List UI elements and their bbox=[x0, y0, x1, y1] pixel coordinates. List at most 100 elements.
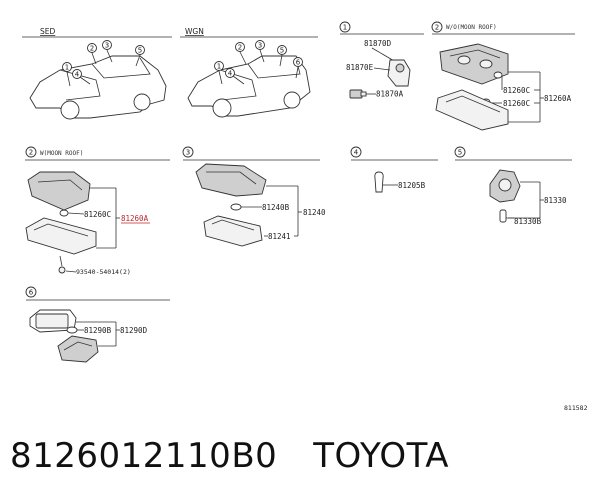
leader-line bbox=[67, 212, 85, 215]
leader-line bbox=[135, 54, 141, 67]
part-label-81330: 81330 bbox=[544, 196, 567, 205]
sedan-windshield bbox=[91, 57, 151, 79]
part-info-footer: 8126012110B0 TOYOTA bbox=[10, 436, 449, 476]
callout-number: 3 bbox=[258, 42, 262, 50]
dome-lamp-lens bbox=[25, 217, 97, 255]
callout-circle bbox=[62, 62, 72, 72]
section-label-sed: SED bbox=[40, 27, 55, 36]
part-label-81290b: 81290B bbox=[84, 326, 112, 335]
screw bbox=[58, 266, 66, 274]
callout-number: 5 bbox=[138, 47, 142, 55]
bulb bbox=[230, 203, 242, 211]
wagon-callouts: 1 2 3 4 5 6 bbox=[214, 40, 303, 85]
part-81870d-detail bbox=[395, 63, 405, 73]
section-number: 1 bbox=[343, 24, 347, 32]
leader-line bbox=[91, 52, 97, 65]
callout-circle bbox=[225, 68, 235, 78]
section-number-badge bbox=[339, 21, 351, 33]
sedan-front-wheel bbox=[60, 100, 80, 120]
callout-number: 2 bbox=[90, 45, 94, 53]
part-label-81870d: 81870D bbox=[364, 39, 392, 48]
housing-detail bbox=[63, 341, 93, 351]
sedan-callouts: 1 2 3 4 5 bbox=[62, 40, 145, 87]
callout-number: 4 bbox=[75, 71, 80, 79]
callout-circle bbox=[214, 61, 224, 71]
leader-line bbox=[106, 49, 113, 63]
part-label-81240b: 81240B bbox=[262, 203, 290, 212]
section-4-group: 4 81205B bbox=[350, 146, 438, 193]
callout-number: 4 bbox=[228, 70, 233, 78]
section-3-group: 3 81240B 81241 81240 bbox=[182, 146, 326, 247]
callout-number: 3 bbox=[105, 42, 109, 50]
section-number: 4 bbox=[354, 149, 359, 157]
section-number-badge bbox=[431, 21, 443, 33]
part-label-81240: 81240 bbox=[303, 208, 326, 217]
brand-name: TOYOTA bbox=[313, 436, 450, 476]
dome-lamp-housing bbox=[27, 171, 91, 211]
leader-line bbox=[65, 270, 77, 273]
part-label-81260c: 81260C bbox=[84, 210, 111, 219]
exploded-parts-diagram: SED 1 2 3 4 5 WGN bbox=[22, 21, 588, 412]
section-number-badge bbox=[182, 146, 194, 158]
part-81870a-tip bbox=[360, 91, 367, 97]
part-label-81205b: 81205B bbox=[398, 181, 426, 190]
callout-number: 1 bbox=[217, 63, 221, 71]
leader-line bbox=[239, 51, 247, 65]
room-lamp-lens bbox=[203, 215, 263, 247]
wagon-rear-wheel bbox=[283, 91, 301, 109]
wagon-illustration-group: WGN 1 2 3 4 5 6 bbox=[180, 27, 318, 118]
section-number-badge bbox=[454, 146, 466, 158]
section-1-group: 1 81870D 81870E 81870A bbox=[339, 21, 424, 99]
leader-line bbox=[66, 71, 71, 87]
lens-detail bbox=[33, 223, 89, 237]
leader-line bbox=[373, 67, 391, 71]
bulb bbox=[59, 209, 69, 217]
bulb bbox=[493, 71, 503, 79]
callout-circle bbox=[135, 45, 145, 55]
callout-number: 5 bbox=[280, 47, 284, 55]
room-lamp-housing bbox=[195, 163, 267, 197]
vanity-lamp-lens-inner bbox=[35, 313, 69, 329]
part-label-81260a-highlighted: 81260A bbox=[121, 214, 149, 223]
section-title: W/O(MOON ROOF) bbox=[446, 24, 497, 31]
part-label-81870e: 81870E bbox=[346, 63, 374, 72]
callout-circle bbox=[277, 45, 287, 55]
wedge-bulb bbox=[374, 171, 384, 193]
callout-number: 1 bbox=[65, 64, 69, 72]
section-number-badge bbox=[350, 146, 362, 158]
section-number-badge bbox=[25, 146, 37, 158]
housing-detail bbox=[449, 49, 501, 59]
bulb-81330b bbox=[499, 209, 507, 223]
leader-line bbox=[218, 70, 223, 85]
part-number: 8126012110B0 bbox=[10, 436, 278, 476]
diagram-code: 811582 bbox=[564, 404, 588, 412]
part-81870d-shape bbox=[387, 59, 411, 87]
part-label-81260c: 81260C bbox=[503, 86, 530, 95]
leader-line bbox=[259, 49, 265, 63]
sedan-rear-wheel bbox=[133, 93, 151, 111]
part-label-81241: 81241 bbox=[268, 232, 291, 241]
section-2-without-moon-roof-group: 2 W/O(MOON ROOF) 81260C 81260C 81260A bbox=[431, 21, 575, 131]
callout-number: 6 bbox=[296, 59, 301, 67]
section-number: 5 bbox=[458, 149, 462, 157]
lens-detail bbox=[445, 95, 501, 113]
part-label-81870a: 81870A bbox=[376, 90, 404, 99]
housing-bulb-socket bbox=[479, 59, 493, 69]
section-2-with-moon-roof-group: 2 W(MOON ROOF) 81260C 81260A 93540-54014… bbox=[25, 146, 170, 276]
part-label-93540-54014: 93540-54014(2) bbox=[76, 268, 131, 276]
leader-line bbox=[59, 255, 63, 267]
callout-circle bbox=[72, 69, 82, 79]
leader-line bbox=[232, 75, 245, 85]
housing-detail bbox=[37, 179, 83, 191]
housing-bulb-socket bbox=[457, 55, 471, 65]
dome-lamp-lens bbox=[435, 89, 509, 131]
callout-circle bbox=[235, 42, 245, 52]
section-number: 3 bbox=[186, 149, 190, 157]
callout-circle bbox=[293, 57, 303, 67]
section-number-badge bbox=[25, 286, 37, 298]
callout-circle bbox=[87, 43, 97, 53]
part-label-81330b: 81330B bbox=[514, 217, 542, 226]
vanity-lamp-housing bbox=[57, 335, 99, 363]
part-label-81260a: 81260A bbox=[544, 94, 572, 103]
